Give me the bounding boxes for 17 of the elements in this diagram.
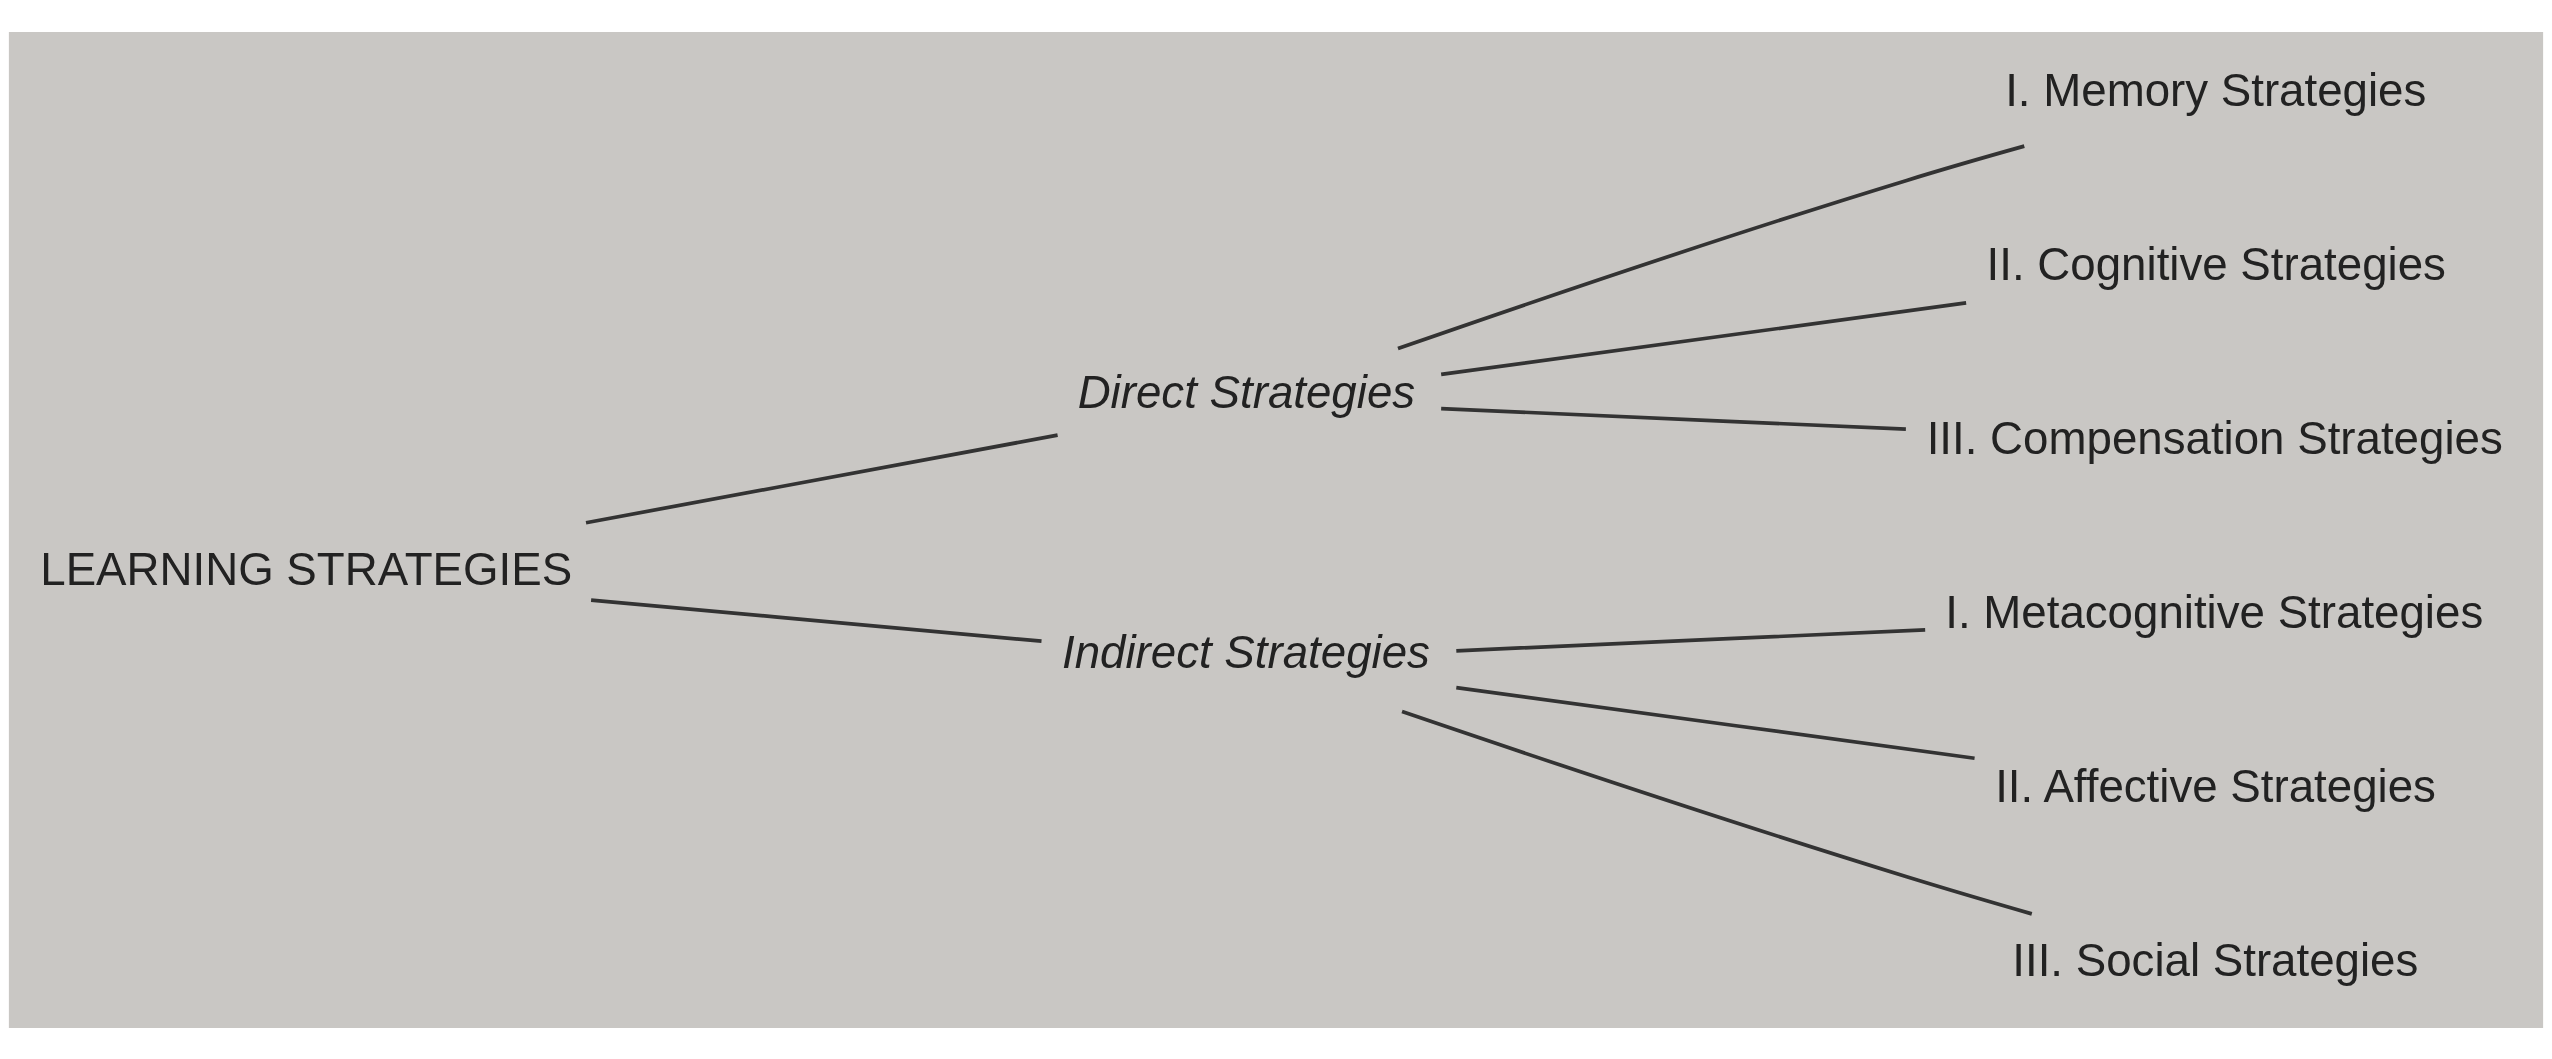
connector	[1440, 300, 1967, 376]
connector	[585, 432, 1058, 525]
connector	[1441, 406, 1906, 431]
node-text: I. Metacognitive Strategies	[1945, 586, 2484, 638]
node-text: II. Affective Strategies	[1995, 760, 2436, 812]
node-text: I. Memory Strategies	[2005, 64, 2427, 116]
node-text: III. Social Strategies	[2012, 934, 2419, 986]
node-text: Direct Strategies	[1077, 366, 1416, 418]
connector	[1456, 627, 1926, 653]
connector	[1401, 709, 2033, 916]
connector	[1456, 685, 1975, 760]
node-text: II. Cognitive Strategies	[1986, 238, 2446, 290]
node-text: III. Compensation Strategies	[1926, 412, 2503, 464]
connector	[590, 597, 1042, 643]
node-text: Indirect Strategies	[1061, 626, 1430, 678]
node-text: LEARNING STRATEGIES	[40, 543, 573, 595]
connector	[1397, 143, 2025, 350]
